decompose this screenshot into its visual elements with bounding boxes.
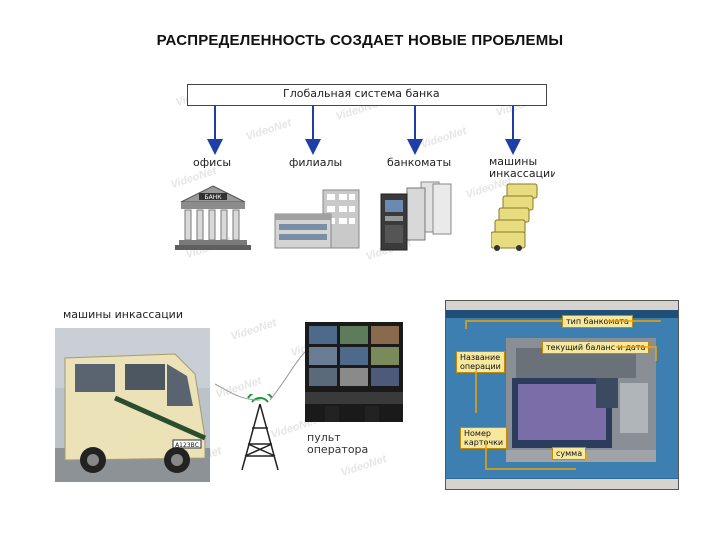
window-statusbar — [446, 479, 678, 489]
radio-tower-icon — [241, 394, 279, 471]
window-titlebar — [446, 301, 678, 310]
node-label-offices: офисы — [193, 156, 232, 169]
atm-monitoring-window: тип банкомата текущий баланс и дата Назв… — [445, 300, 679, 490]
callout-arrows — [465, 320, 661, 470]
van-panel-label: машины инкассации — [63, 308, 183, 321]
operator-console-label: пульт оператора — [307, 431, 369, 456]
armored-van-icon: А123ВС — [55, 328, 210, 482]
armored-vans-icon — [491, 183, 538, 251]
atm-machines-icon — [380, 181, 452, 251]
system-header-box: Глобальная система банка — [187, 84, 547, 106]
bank-building-icon: БАНК — [175, 185, 251, 250]
page-title: РАСПРЕДЕЛЕННОСТЬ СОЗДАЕТ НОВЫЕ ПРОБЛЕМЫ — [156, 32, 564, 49]
node-label-atms: банкоматы — [387, 156, 452, 169]
branch-building-icon — [274, 189, 360, 249]
collection-van-panel: VideoNet VideoNet VideoNet VideoNet Vide… — [55, 302, 407, 482]
atm-photo — [446, 318, 678, 478]
window-toolbar — [446, 310, 678, 318]
operator-console-photo — [305, 322, 403, 422]
callout-operation: Название операции — [456, 351, 505, 373]
bank-sign: БАНК — [205, 194, 223, 201]
node-label-vans: машины инкассации — [489, 155, 555, 180]
connection-arrows — [207, 105, 521, 155]
van-photo: А123ВС — [55, 328, 210, 482]
signal-link — [214, 351, 306, 401]
node-label-branches: филиалы — [289, 156, 343, 169]
monitor-wall-icon — [305, 326, 403, 422]
bank-system-diagram: VideoNet VideoNet VideoNet VideoNet Vide… — [165, 72, 555, 262]
system-header-label: Глобальная система банка — [283, 87, 440, 100]
callout-card: Номер карточки — [460, 427, 508, 449]
van-plate: А123ВС — [175, 442, 199, 449]
